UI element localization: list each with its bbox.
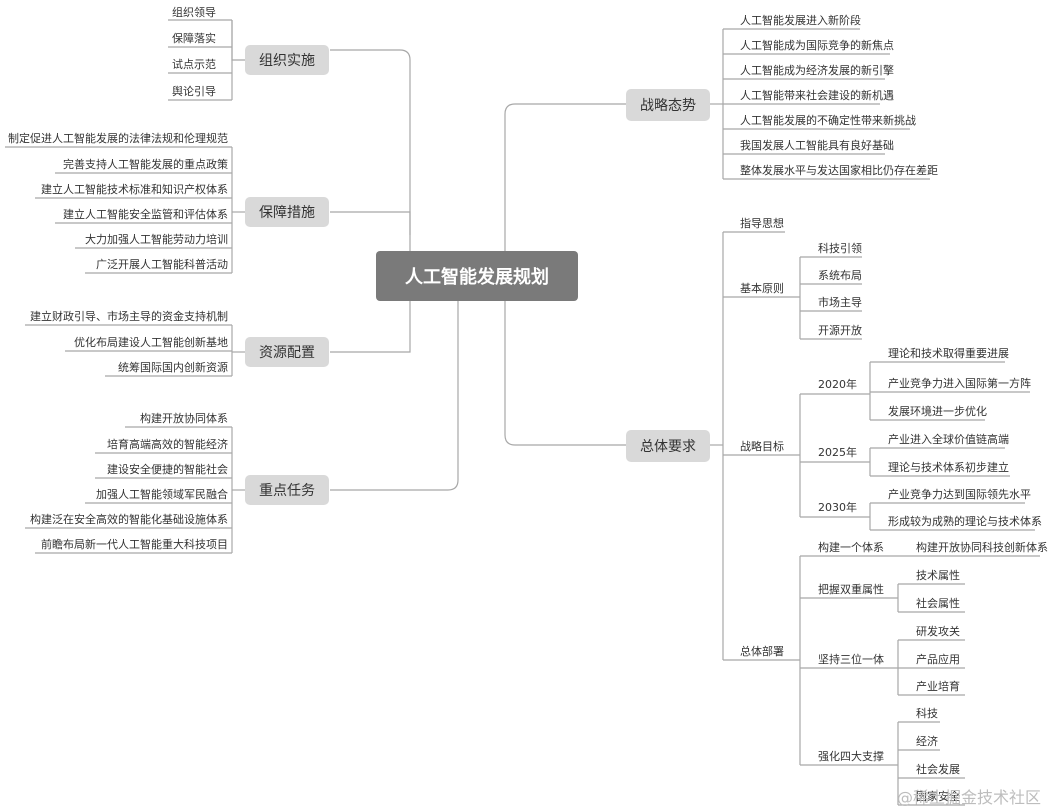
leaf-ziyuan-2[interactable]: 统筹国际国内创新资源: [118, 361, 228, 374]
node-baozhang[interactable]: 保障措施: [245, 197, 329, 227]
leaf-2030-1[interactable]: 形成较为成熟的理论与技术体系: [888, 515, 1042, 528]
year-2030[interactable]: 2030年: [818, 501, 857, 514]
leaf-sida-0[interactable]: 科技: [916, 707, 938, 720]
bushu-sanwei[interactable]: 坚持三位一体: [818, 653, 884, 666]
leaf-baozhang-0[interactable]: 制定促进人工智能发展的法律法规和伦理规范: [8, 132, 228, 145]
node-zhongdian[interactable]: 重点任务: [245, 475, 329, 505]
leaf-sida-2[interactable]: 社会发展: [916, 763, 960, 776]
leaf-zhongdian-3[interactable]: 加强人工智能领域军民融合: [96, 488, 228, 501]
leaf-zhongdian-5[interactable]: 前瞻布局新一代人工智能重大科技项目: [41, 538, 228, 551]
node-ziyuan[interactable]: 资源配置: [245, 337, 329, 367]
leaf-zhongdian-2[interactable]: 建设安全便捷的智能社会: [107, 463, 228, 476]
leaf-yuanze-2[interactable]: 市场主导: [818, 296, 862, 309]
leaf-yuanze-3[interactable]: 开源开放: [818, 324, 862, 337]
leaf-zhanlue-2[interactable]: 人工智能成为经济发展的新引擎: [740, 64, 894, 77]
leaf-zhanlue-3[interactable]: 人工智能带来社会建设的新机遇: [740, 89, 894, 102]
leaf-sanwei-0[interactable]: 研发攻关: [916, 625, 960, 638]
branch-yuanze[interactable]: 基本原则: [740, 282, 784, 295]
leaf-sanwei-1[interactable]: 产品应用: [916, 653, 960, 666]
node-baozhang-label: 保障措施: [259, 205, 315, 221]
leaf-zhongdian-0[interactable]: 构建开放协同体系: [140, 412, 228, 425]
leaf-baozhang-2[interactable]: 建立人工智能技术标准和知识产权体系: [41, 183, 228, 196]
node-zuzhi[interactable]: 组织实施: [245, 45, 329, 75]
leaf-zhanlue-1[interactable]: 人工智能成为国际竞争的新焦点: [740, 39, 894, 52]
leaf-zhongdian-4[interactable]: 构建泛在安全高效的智能化基础设施体系: [30, 513, 228, 526]
leaf-baozhang-3[interactable]: 建立人工智能安全监管和评估体系: [63, 208, 228, 221]
leaf-zuzhi-2[interactable]: 试点示范: [172, 58, 216, 71]
leaf-zhongdian-1[interactable]: 培育高端高效的智能经济: [107, 438, 228, 451]
leaf-2020-1[interactable]: 产业竞争力进入国际第一方阵: [888, 377, 1031, 390]
leaf-2020-2[interactable]: 发展环境进一步优化: [888, 405, 987, 418]
bushu-sida[interactable]: 强化四大支撑: [818, 750, 884, 763]
leaf-baozhang-1[interactable]: 完善支持人工智能发展的重点政策: [63, 158, 228, 171]
leaf-sanwei-2[interactable]: 产业培育: [916, 680, 960, 693]
leaf-sida-3[interactable]: 国家安全: [916, 790, 960, 803]
leaf-ziyuan-0[interactable]: 建立财政引导、市场主导的资金支持机制: [30, 310, 228, 323]
node-zuzhi-label: 组织实施: [259, 53, 315, 69]
leaf-zuzhi-1[interactable]: 保障落实: [172, 32, 216, 45]
leaf-zhanlue-5[interactable]: 我国发展人工智能具有良好基础: [740, 139, 894, 152]
bushu-yige[interactable]: 构建一个体系: [818, 541, 884, 554]
leaf-ziyuan-1[interactable]: 优化布局建设人工智能创新基地: [74, 336, 228, 349]
bushu-shuangchong[interactable]: 把握双重属性: [818, 583, 884, 596]
leaf-yuanze-0[interactable]: 科技引领: [818, 242, 862, 255]
leaf-shuangchong-1[interactable]: 社会属性: [916, 597, 960, 610]
leaf-zhanlue-6[interactable]: 整体发展水平与发达国家相比仍存在差距: [740, 164, 938, 177]
node-ziyuan-label: 资源配置: [259, 345, 315, 361]
branch-mubiao[interactable]: 战略目标: [740, 440, 784, 453]
leaf-zuzhi-0[interactable]: 组织领导: [172, 6, 216, 19]
leaf-sida-1[interactable]: 经济: [916, 735, 938, 748]
root-node[interactable]: 人工智能发展规划: [376, 251, 578, 301]
leaf-2030-0[interactable]: 产业竞争力达到国际领先水平: [888, 488, 1031, 501]
year-2020[interactable]: 2020年: [818, 378, 857, 391]
node-zhanlue-label: 战略态势: [640, 98, 696, 114]
leaf-shuangchong-0[interactable]: 技术属性: [916, 569, 960, 582]
leaf-zuzhi-3[interactable]: 舆论引导: [172, 85, 216, 98]
leaf-2020-0[interactable]: 理论和技术取得重要进展: [888, 347, 1009, 360]
leaf-2025-1[interactable]: 理论与技术体系初步建立: [888, 461, 1009, 474]
leaf-yige-0[interactable]: 构建开放协同科技创新体系: [916, 541, 1048, 554]
leaf-yuanze-1[interactable]: 系统布局: [818, 269, 862, 282]
year-2025[interactable]: 2025年: [818, 446, 857, 459]
node-zhanlue[interactable]: 战略态势: [626, 89, 710, 121]
leaf-zhanlue-0[interactable]: 人工智能发展进入新阶段: [740, 14, 861, 27]
leaf-2025-0[interactable]: 产业进入全球价值链高端: [888, 433, 1009, 446]
leaf-zhanlue-4[interactable]: 人工智能发展的不确定性带来新挑战: [740, 114, 916, 127]
root-label: 人工智能发展规划: [405, 267, 549, 288]
node-zongti[interactable]: 总体要求: [626, 430, 710, 462]
branch-zhidao[interactable]: 指导思想: [740, 217, 784, 230]
node-zhongdian-label: 重点任务: [259, 483, 315, 499]
watermark: @稀土掘金技术社区: [896, 788, 1041, 807]
branch-bushu[interactable]: 总体部署: [740, 645, 784, 658]
leaf-baozhang-4[interactable]: 大力加强人工智能劳动力培训: [85, 233, 228, 246]
leaf-baozhang-5[interactable]: 广泛开展人工智能科普活动: [96, 258, 228, 271]
node-zongti-label: 总体要求: [640, 439, 696, 455]
